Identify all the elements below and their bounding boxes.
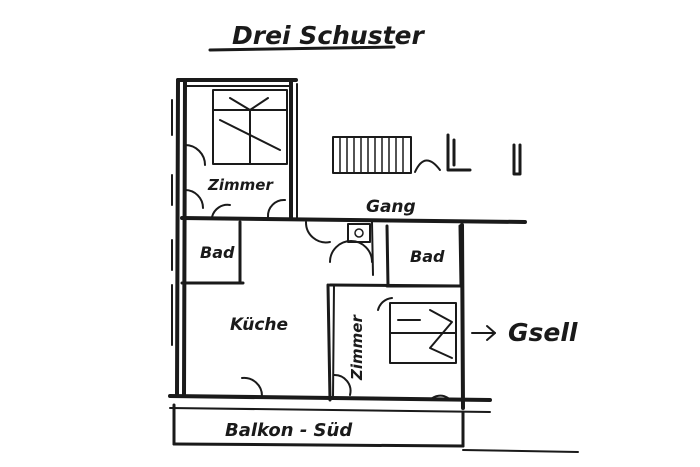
room-label-zimmer-mid: Zimmer bbox=[348, 314, 366, 381]
annotation-gsell: Gsell bbox=[508, 318, 578, 347]
sink-icon bbox=[347, 223, 371, 243]
interior-walls bbox=[180, 220, 463, 402]
bed-icon bbox=[389, 302, 457, 364]
room-label-gang: Gang bbox=[366, 197, 416, 217]
room-label-balkon: Balkon - Süd bbox=[225, 420, 353, 441]
u-shape-icon bbox=[512, 143, 522, 176]
outer-walls bbox=[168, 78, 579, 453]
room-label-kueche: Küche bbox=[230, 315, 288, 335]
title-underline bbox=[208, 45, 396, 52]
plan-title: Drei Schuster bbox=[232, 21, 426, 50]
door-swing-icon bbox=[184, 144, 449, 401]
stairs-icon bbox=[332, 136, 412, 174]
room-label-bad-right: Bad bbox=[410, 247, 445, 266]
door-swing-icon bbox=[414, 133, 472, 173]
bed-icon bbox=[212, 89, 288, 165]
arrow-icon bbox=[471, 325, 496, 341]
room-label-zimmer-top: Zimmer bbox=[207, 176, 274, 194]
room-label-bad-left: Bad bbox=[200, 243, 235, 262]
